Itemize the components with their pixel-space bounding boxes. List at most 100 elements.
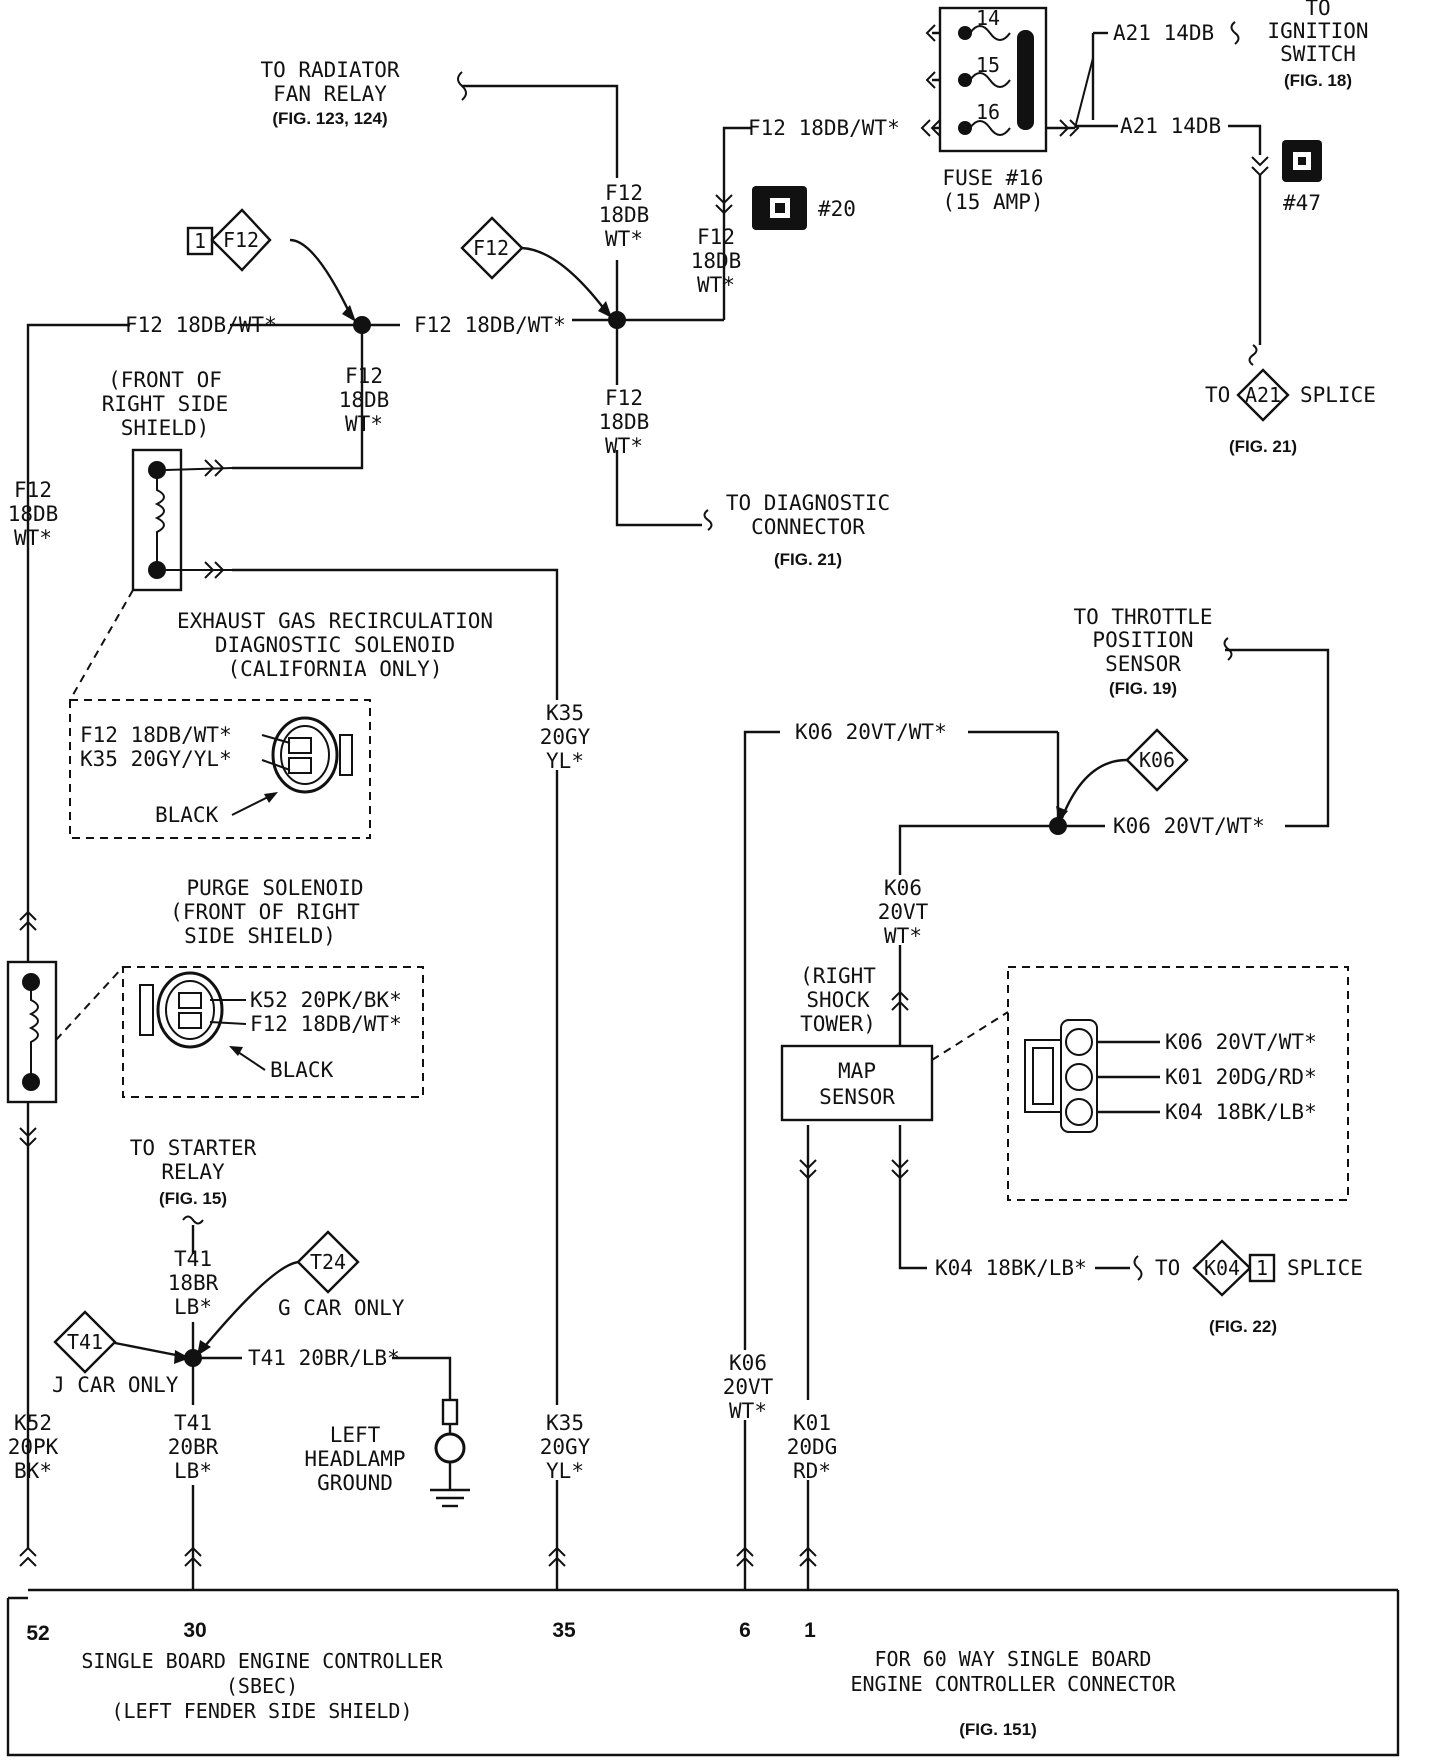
label-to-starter-1: TO STARTER [130, 1136, 257, 1160]
label-t41-top-1: T41 [174, 1247, 212, 1271]
purge-black-label: BLACK [270, 1058, 334, 1082]
connector-20-chevrons [715, 194, 733, 215]
label-front-rs-1: (FRONT OF [108, 368, 222, 392]
egr-connector-cavity-1 [288, 737, 312, 754]
wire-f12-to-egr [232, 325, 364, 470]
egr-black-arrow [231, 794, 273, 816]
wire-f12-radiator [462, 84, 619, 178]
label-k04-splice: SPLICE [1287, 1256, 1363, 1280]
egr-connector-outline [271, 716, 339, 794]
purge-pin2-lead [209, 1021, 247, 1025]
diamond-t24-label: T24 [310, 1250, 346, 1274]
map-connector-shell-inner [1032, 1047, 1054, 1105]
label-fuse-name: FUSE #16 [942, 166, 1043, 190]
egr-pinout: F12 18DB/WT* K35 20GY/YL* BLACK [69, 699, 371, 839]
purge-terminal-top [22, 973, 40, 991]
label-k35-b-3: YL* [546, 1459, 584, 1483]
break-mark-ignition [1230, 21, 1240, 45]
wires [26, 31, 1398, 1592]
label-f12-rad-1: F12 [605, 181, 643, 205]
label-k52-2: 20PK [8, 1435, 59, 1459]
label-k06-v-3: WT* [884, 924, 922, 948]
label-f12-left-v-3: WT* [14, 526, 52, 550]
box-k04 [1248, 1253, 1276, 1283]
diamond-a21 [1236, 368, 1290, 422]
label-f12-left-v-2: 18DB [8, 502, 59, 526]
egr-connector-inner [280, 725, 330, 785]
wire-k06-left [743, 730, 780, 1350]
label-conn47: #47 [1283, 191, 1321, 215]
label-a21-mid: A21 14DB [1120, 114, 1221, 138]
diamond-t24 [296, 1230, 360, 1294]
label-k01-3: RD* [793, 1459, 831, 1483]
sbec-connector-52 [19, 1546, 37, 1567]
break-mark-starter [182, 1215, 204, 1225]
arrow-t41-head [174, 1350, 190, 1364]
fuse-14-arrow [925, 24, 936, 42]
label-k35-top-1: K35 [546, 701, 584, 725]
label-to-radiator-1: TO RADIATOR [260, 58, 399, 82]
diamond-k06 [1125, 728, 1189, 792]
purge-connector-inner [165, 980, 215, 1040]
label-t41-b-2: 20BR [168, 1435, 219, 1459]
egr-solenoid [131, 448, 233, 592]
egr-pin1-label: F12 18DB/WT* [80, 723, 232, 747]
label-to-a21: TO [1205, 383, 1230, 407]
label-k52-3: BK* [14, 1459, 52, 1483]
k04-connector [891, 1159, 909, 1180]
egr-coil [154, 478, 165, 562]
fuse-14-element [969, 25, 1011, 41]
label-f12-rad-3: WT* [605, 227, 643, 251]
break-mark-a21 [1248, 344, 1258, 366]
label-f12-diag-1: F12 [605, 386, 643, 410]
label-k52-1: K52 [14, 1411, 52, 1435]
map-pinout-box [1007, 966, 1349, 1201]
label-a21-top: A21 14DB [1113, 21, 1214, 45]
label-purge-3: SIDE SHIELD) [184, 924, 336, 948]
label-k01-2: 20DG [787, 1435, 838, 1459]
label-f12-mid-h: F12 18DB/WT* [414, 313, 566, 337]
wire-k06-mid-left [898, 824, 1058, 875]
for60-title-2: ENGINE CONTROLLER CONNECTOR [850, 1672, 1176, 1696]
diamond-f12-b [460, 216, 524, 280]
egr-connector-cavity-2 [288, 757, 312, 774]
junction-f12-left [353, 316, 371, 334]
label-a21-splice: SPLICE [1300, 383, 1376, 407]
sbec-connector-1 [799, 1546, 817, 1567]
egr-pinout-box [69, 699, 371, 839]
purge-connector-latch [139, 984, 154, 1036]
label-lhg-2: HEADLAMP [304, 1447, 405, 1471]
connector-47-chevrons [1251, 156, 1269, 177]
label-j-car: J CAR ONLY [52, 1373, 179, 1397]
fuse-15-element [969, 72, 1011, 88]
purge-pinout: K52 20PK/BK* F12 18DB/WT* BLACK [122, 966, 424, 1098]
map-pin3-label: K04 18BK/LB* [1165, 1100, 1317, 1124]
arrow-f12-a [289, 238, 354, 319]
label-t41-b-1: T41 [174, 1411, 212, 1435]
egr-terminal-top [148, 461, 166, 479]
map-cavity-3 [1065, 1098, 1093, 1126]
label-front-rs-2: RIGHT SIDE [102, 392, 228, 416]
label-to-diag-2: CONNECTOR [751, 515, 865, 539]
label-f12-egr-3: WT* [345, 412, 383, 436]
connector-47-icon-pin [1298, 157, 1306, 165]
label-to-diag-1: TO DIAGNOSTIC [726, 491, 890, 515]
label-k06-b-3: WT* [729, 1399, 767, 1423]
purge-connector-outline [156, 971, 224, 1049]
map-connector-body [1060, 1019, 1098, 1133]
map-cavity-1 [1065, 1028, 1093, 1056]
box-1-label: 1 [194, 229, 206, 253]
label-k35-b-1: K35 [546, 1411, 584, 1435]
wire-k06-tps [1225, 648, 1330, 828]
label-f12-rad-2: 18DB [599, 203, 650, 227]
sbec-box-outline [6, 1590, 1400, 1757]
fuse-block: 14 15 16 [925, 6, 1048, 153]
label-k04-h: K04 18BK/LB* [935, 1256, 1087, 1280]
label-lhg-1: LEFT [330, 1423, 381, 1447]
purge-bottom-connector [19, 1127, 37, 1148]
map-cavity-2 [1065, 1063, 1093, 1091]
egr-callout-line [69, 589, 134, 701]
label-t41-top-2: 18BR [168, 1271, 219, 1295]
label-to-starter-2: RELAY [161, 1160, 225, 1184]
